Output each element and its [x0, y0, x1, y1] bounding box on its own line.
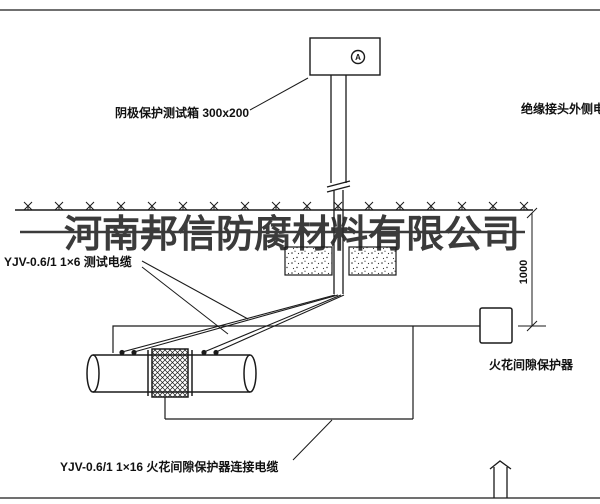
meter-circle [350, 49, 366, 65]
cadweld-dots [119, 349, 219, 356]
insulating-joint [151, 348, 189, 398]
conduit-break-symbol [326, 180, 351, 193]
cadweld-dot [213, 349, 219, 356]
dimension-text: 1000 [518, 260, 530, 284]
cadweld-dot [131, 349, 137, 356]
dimension-tick-top [526, 207, 538, 219]
pipe-riser-symbol [489, 460, 512, 498]
test-cables [121, 294, 345, 353]
protector-wire-top-run [112, 325, 480, 353]
spark-gap-protector-box [479, 307, 513, 344]
concrete-block-left [284, 246, 333, 276]
test-box [309, 37, 381, 76]
ground-hatch-marks [23, 201, 529, 211]
test-box-label: 阴极保护测试箱 300x200 [115, 105, 249, 120]
pipe-left-cap [86, 354, 100, 393]
conduit-upper [330, 75, 347, 183]
meter-symbol-label: A [355, 53, 361, 62]
insulated-joint-cable-label: 绝缘接头外侧电缆 [521, 101, 600, 116]
conduit-lower [333, 190, 344, 294]
test-cable-label: YJV-0.6/1 1×6 测试电缆 [4, 254, 132, 269]
cadweld-dot [119, 349, 125, 356]
pipe-right-cap [243, 354, 257, 393]
test-cable-leader-lines [141, 260, 249, 335]
test-box-leader-line [249, 77, 309, 111]
cadweld-dot [201, 349, 207, 356]
protector-cable-label: YJV-0.6/1 1×16 火花间隙保护器连接电缆 [60, 459, 278, 474]
bottom-cable-leader-line [292, 419, 333, 461]
spark-gap-protector-label: 火花间隙保护器 [489, 357, 574, 372]
concrete-block-right [348, 246, 397, 276]
